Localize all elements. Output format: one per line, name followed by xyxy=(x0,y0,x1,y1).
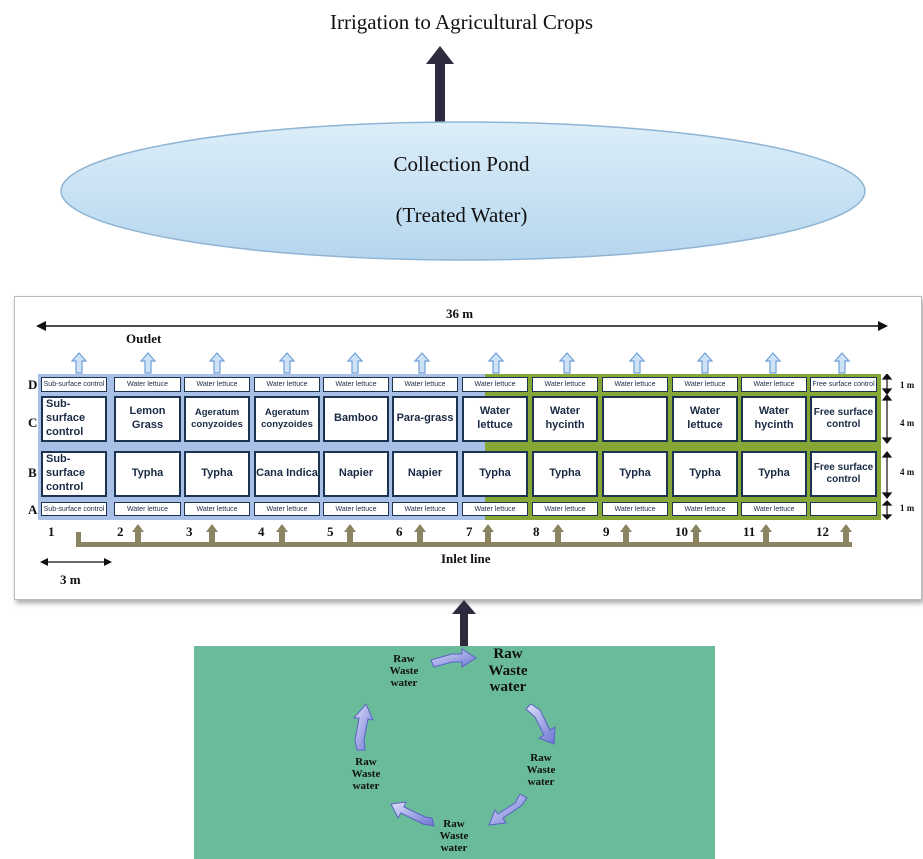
cell-b4: Cana Indica xyxy=(254,451,320,497)
cell-a1: Sub-surface control xyxy=(41,502,107,516)
cell-c3: Ageratum conyzoides xyxy=(184,396,250,442)
width-label: 36 m xyxy=(446,306,474,321)
inlet-line-label: Inlet line xyxy=(441,551,491,566)
row-height-arrows xyxy=(881,374,893,520)
cell-b8: Typha xyxy=(532,451,598,497)
raw-water-label-top-right: Raw Waste water xyxy=(488,646,528,695)
cell-d11: Water lettuce xyxy=(741,377,807,392)
inlet-pipe xyxy=(76,524,852,547)
cell-c7: Water lettuce xyxy=(462,396,528,442)
cell-d1: Sub-surface control xyxy=(41,377,107,392)
up-arrow-to-crops xyxy=(426,46,454,122)
cell-d9: Water lettuce xyxy=(602,377,668,392)
cell-d6: Water lettuce xyxy=(392,377,458,392)
pond-title: Collection Pond xyxy=(393,152,530,176)
cell-a11: Water lettuce xyxy=(741,502,807,516)
column-number-4: 4 xyxy=(258,524,265,539)
column-number-8: 8 xyxy=(533,524,540,539)
cell-b6: Napier xyxy=(392,451,458,497)
row-d-height: 1 m xyxy=(900,380,915,390)
cell-b11: Typha xyxy=(741,451,807,497)
cell-a9: Water lettuce xyxy=(602,502,668,516)
row-a-height: 1 m xyxy=(900,503,915,513)
raw-water-label-left: Raw Waste water xyxy=(351,756,381,793)
cell-d5: Water lettuce xyxy=(323,377,389,392)
column-number-11: 11 xyxy=(743,524,756,539)
cell-c1: Sub-surface control xyxy=(41,396,107,442)
cell-a10: Water lettuce xyxy=(672,502,738,516)
cell-a12 xyxy=(810,502,877,516)
row-label-b: B xyxy=(28,465,37,480)
cell-c5: Bamboo xyxy=(323,396,389,442)
cell-c11: Water hycinth xyxy=(741,396,807,442)
row-c-height: 4 m xyxy=(900,418,915,428)
cell-c12: Free surface control xyxy=(810,396,877,442)
cell-a7: Water lettuce xyxy=(462,502,528,516)
width-dimension-arrow xyxy=(36,321,888,331)
cell-a2: Water lettuce xyxy=(114,502,181,516)
cell-d7: Water lettuce xyxy=(462,377,528,392)
column-number-9: 9 xyxy=(603,524,610,539)
collection-pond xyxy=(60,121,866,261)
cell-c6: Para-grass xyxy=(392,396,458,442)
column-number-6: 6 xyxy=(396,524,403,539)
cell-d12: Free surface control xyxy=(810,377,877,392)
cell-b9: Typha xyxy=(602,451,668,497)
row-b-height: 4 m xyxy=(900,467,915,477)
up-arrow-to-inlet xyxy=(452,600,476,658)
cell-c10: Water lettuce xyxy=(672,396,738,442)
irrigation-label: Irrigation to Agricultural Crops xyxy=(329,10,594,34)
cell-b1: Sub-surface control xyxy=(41,451,107,497)
cell-b5: Napier xyxy=(323,451,389,497)
column-number-2: 2 xyxy=(117,524,124,539)
recirculation-cycle-arrows xyxy=(352,648,556,827)
row-label-a: A xyxy=(28,502,38,517)
raw-water-label-right: Raw Waste water xyxy=(526,752,556,789)
cell-d10: Water lettuce xyxy=(672,377,738,392)
cell-a4: Water lettuce xyxy=(254,502,320,516)
cell-d4: Water lettuce xyxy=(254,377,320,392)
cell-a3: Water lettuce xyxy=(184,502,250,516)
pond-subtitle: (Treated Water) xyxy=(395,203,528,227)
cell-c2: Lemon Grass xyxy=(114,396,181,442)
column-number-1: 1 xyxy=(48,524,55,539)
outlet-arrows xyxy=(70,352,851,374)
column-number-3: 3 xyxy=(186,524,193,539)
cell-b7: Typha xyxy=(462,451,528,497)
cell-width-label: 3 m xyxy=(60,572,81,587)
column-number-5: 5 xyxy=(327,524,334,539)
column-number-10: 10 xyxy=(675,524,688,539)
cell-d8: Water lettuce xyxy=(532,377,598,392)
cell-a6: Water lettuce xyxy=(392,502,458,516)
cell-d3: Water lettuce xyxy=(184,377,250,392)
column-number-7: 7 xyxy=(466,524,473,539)
cell-b12: Free surface control xyxy=(810,451,877,497)
raw-water-label-top-left: Raw Waste water xyxy=(389,653,419,690)
cell-c9 xyxy=(602,396,668,442)
cell-c4: Ageratum conyzoides xyxy=(254,396,320,442)
cell-c8: Water hycinth xyxy=(532,396,598,442)
cell-b3: Typha xyxy=(184,451,250,497)
cell-a8: Water lettuce xyxy=(532,502,598,516)
row-label-d: D xyxy=(28,377,38,392)
cell-b2: Typha xyxy=(114,451,181,497)
raw-water-label-bottom: Raw Waste water xyxy=(439,818,469,855)
cell-d2: Water lettuce xyxy=(114,377,181,392)
cell-a5: Water lettuce xyxy=(323,502,389,516)
column-number-12: 12 xyxy=(816,524,829,539)
outlet-label: Outlet xyxy=(126,331,162,346)
raw-wastewater-tank xyxy=(194,646,715,859)
cell-width-arrow xyxy=(40,558,112,566)
cell-b10: Typha xyxy=(672,451,738,497)
row-label-c: C xyxy=(28,415,38,430)
